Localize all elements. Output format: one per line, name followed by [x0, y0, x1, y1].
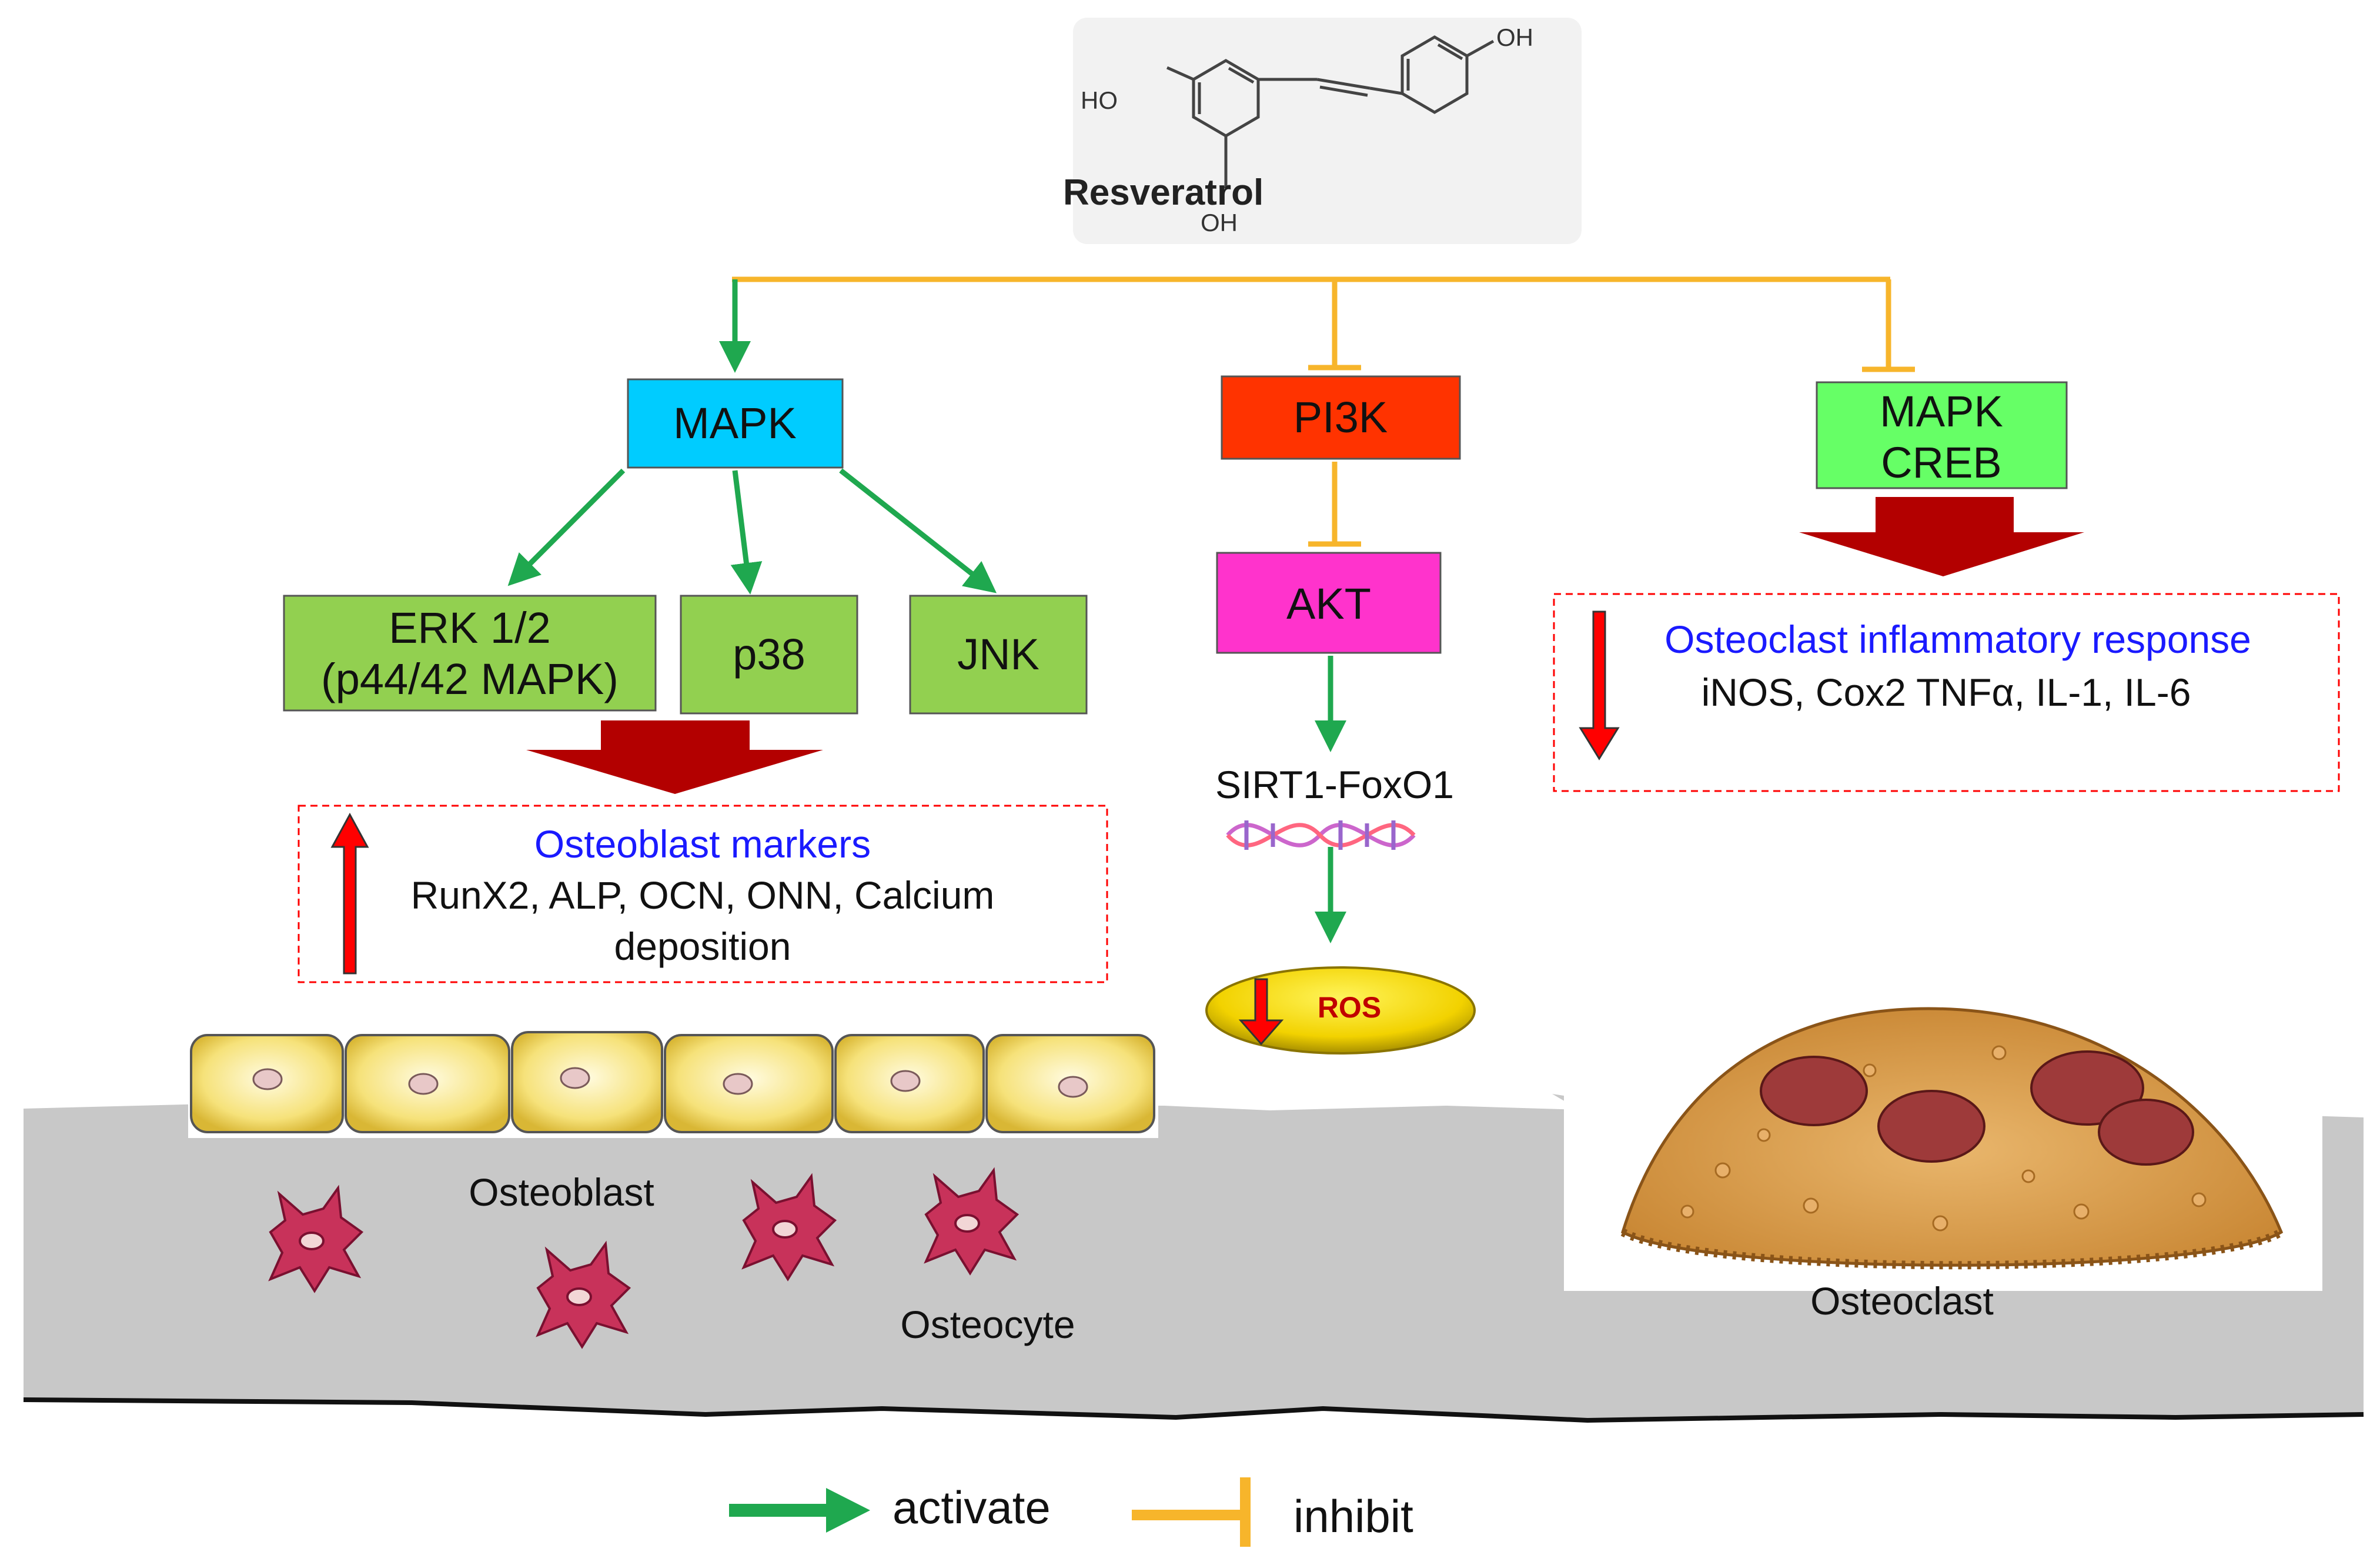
mapk-activation-branch: MAPK ERK 1/2 (p44/42 MAPK) p38 JNK Osteo… — [283, 378, 1108, 983]
up-arrow-icon — [330, 812, 369, 975]
mapk-creb-box — [1816, 381, 2068, 489]
sirt1-foxo1-label: SIRT1-FoxO1 — [1215, 763, 1454, 806]
osteoblast-label: Osteoblast — [469, 1170, 654, 1214]
osteoblast-markers-title: Osteoblast markers — [534, 822, 871, 866]
mapk-box — [627, 378, 844, 469]
bone-bottom-edge — [23, 1397, 2364, 1423]
mapk-creb-line1: MAPK — [1880, 387, 2003, 436]
erk-label: ERK 1/2 — [389, 603, 551, 652]
down-arrow-icon — [1579, 610, 1620, 760]
mapk-branch-arrows — [507, 468, 997, 595]
branch-connector — [719, 276, 1915, 373]
mapk-creb-branch: MAPK CREB Osteoclast inflammatory respon… — [1553, 381, 2340, 792]
oh-top-right-label: OH — [1496, 24, 1533, 51]
down-arrow-icon — [1238, 978, 1284, 1046]
activate-legend-arrowhead — [826, 1488, 870, 1533]
oh-left-label: HO — [1081, 86, 1118, 114]
oh-bottom-label: OH — [1201, 209, 1238, 236]
ros-label: ROS — [1318, 991, 1381, 1024]
resveratrol-panel: OH HO OH Resveratrol — [1063, 18, 1582, 244]
mapk-label: MAPK — [673, 399, 797, 448]
osteoclast-response-title: Osteoclast inflammatory response — [1664, 618, 2251, 661]
pi3k-inhibition-branch: PI3K AKT SIRT1-FoxO1 ROS — [1205, 375, 1476, 1055]
osteoblast-markers-list-2: deposition — [614, 925, 791, 968]
p38-box — [680, 595, 858, 715]
erk-to-markers-arrow — [526, 720, 823, 794]
creb-to-inflammation-arrow — [1799, 497, 2084, 576]
osteoclast-label: Osteoclast — [1810, 1279, 1994, 1323]
pi3k-box — [1221, 375, 1461, 460]
osteoblast-markers-box — [298, 805, 1108, 983]
mapk-creb-line2: CREB — [1881, 438, 2002, 487]
legend-inhibit-label: inhibit — [1293, 1490, 1413, 1542]
pi3k-label: PI3K — [1293, 393, 1388, 442]
osteocytes — [268, 1167, 1019, 1349]
osteocyte-label: Osteocyte — [900, 1303, 1075, 1346]
dna-helix-icon — [1226, 820, 1416, 850]
legend-activate-label: activate — [893, 1481, 1051, 1533]
osteoblast-layer — [188, 1026, 1158, 1138]
resveratrol-structure — [1166, 35, 1495, 188]
akt-label: AKT — [1286, 579, 1371, 628]
p38-label: p38 — [733, 630, 805, 679]
osteoclast-response-list: iNOS, Cox2 TNFα, IL-1, IL-6 — [1702, 670, 2191, 714]
osteoclast-cell — [1564, 970, 2322, 1291]
osteoclast-response-box — [1553, 593, 2340, 792]
ros-ellipse — [1205, 966, 1476, 1055]
erk-subtitle: (p44/42 MAPK) — [321, 655, 619, 703]
jnk-box — [909, 595, 1088, 715]
erk-box — [283, 595, 657, 712]
akt-box — [1216, 552, 1442, 654]
jnk-label: JNK — [957, 630, 1039, 679]
resveratrol-label: Resveratrol — [1063, 172, 1263, 213]
osteoblast-markers-list: RunX2, ALP, OCN, ONN, Calcium — [411, 873, 995, 917]
legend: activate inhibit — [729, 1477, 1413, 1547]
